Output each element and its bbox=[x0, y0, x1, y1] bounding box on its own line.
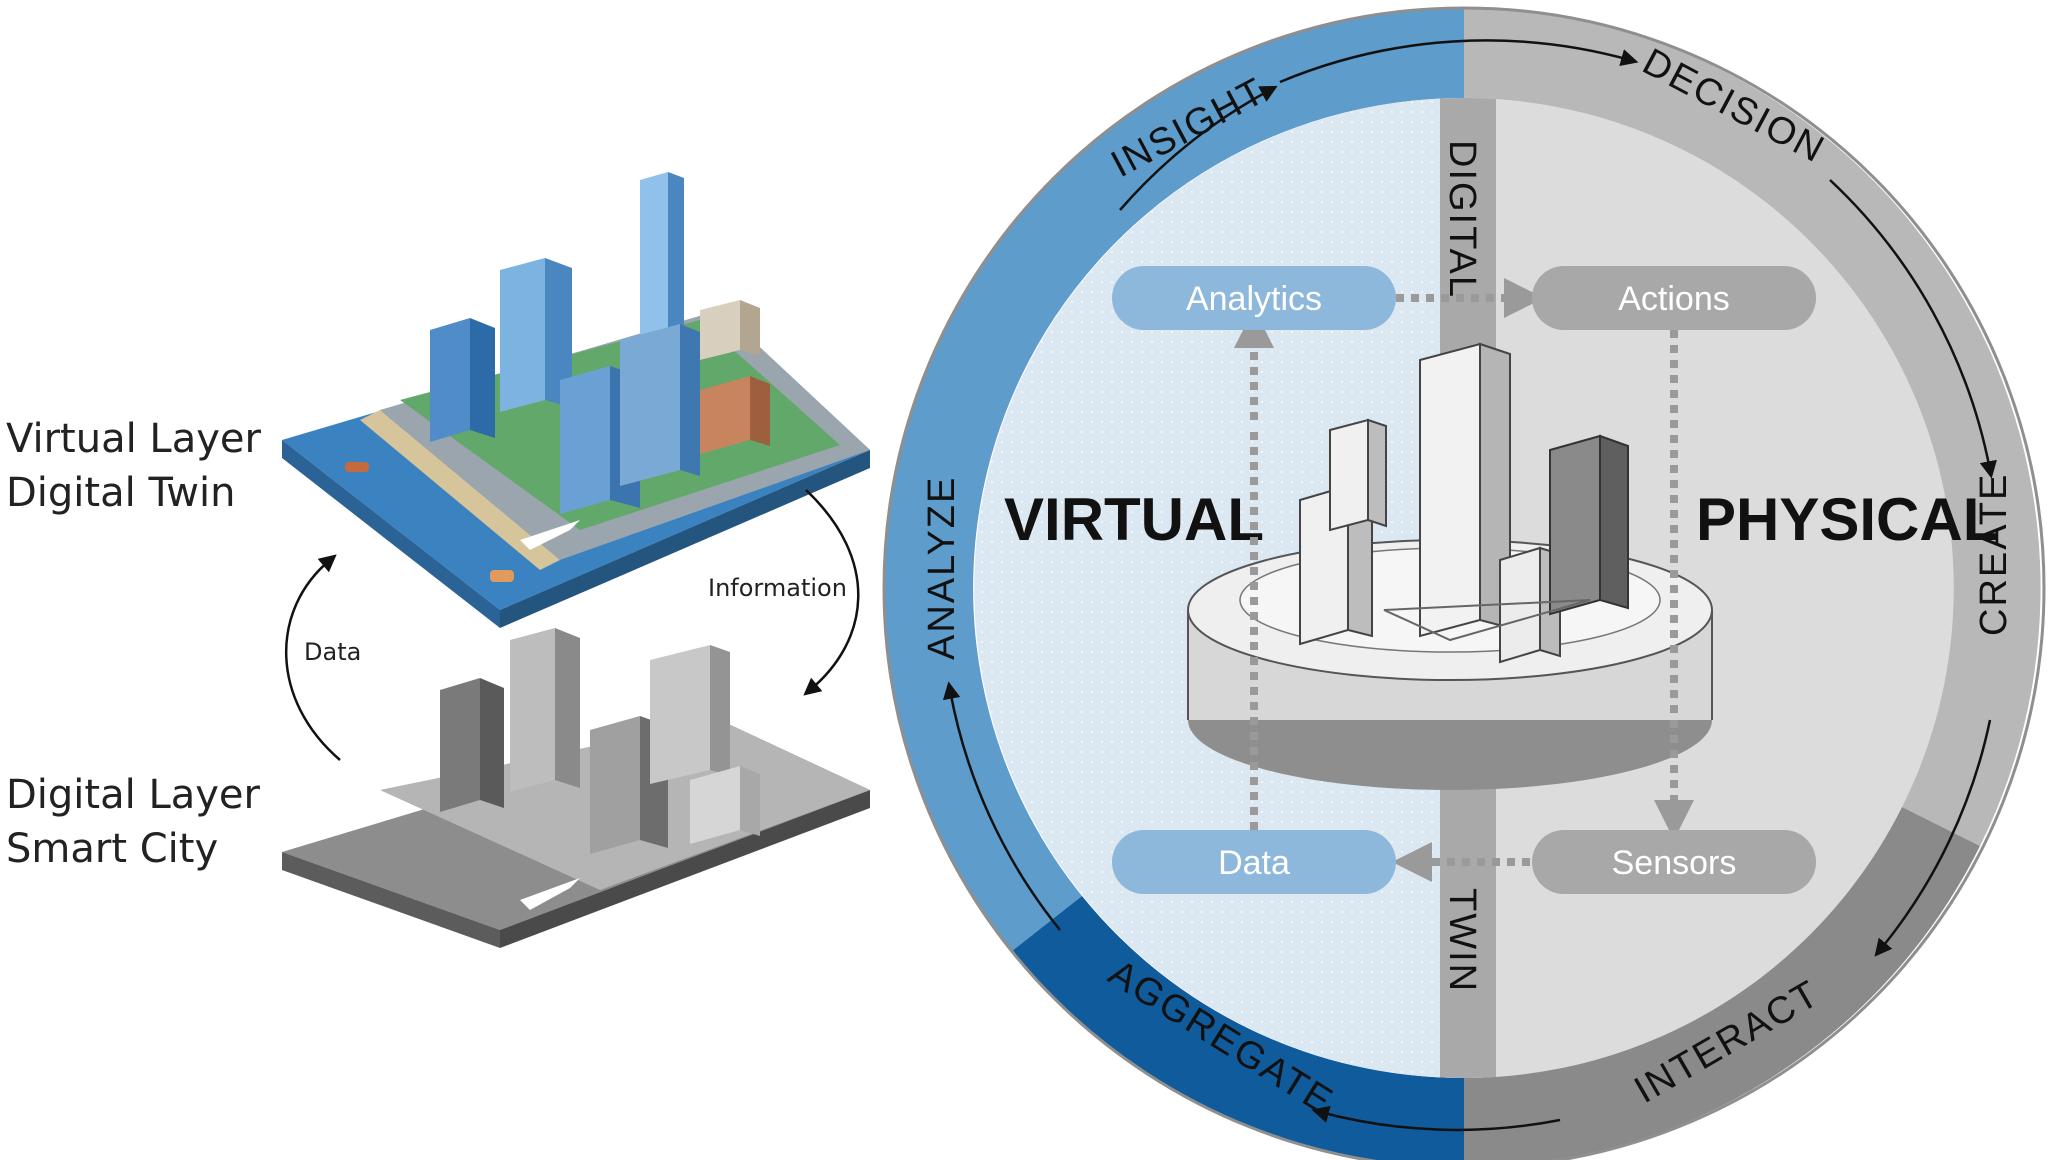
node-analytics: Analytics bbox=[1112, 266, 1396, 330]
node-data-label: Data bbox=[1218, 844, 1290, 882]
stage-create: CREATE bbox=[1973, 473, 2015, 636]
information-arrow-label: Information bbox=[708, 574, 847, 602]
data-arrow-label: Data bbox=[304, 638, 361, 666]
node-sensors-label: Sensors bbox=[1612, 844, 1737, 882]
stage-analyze: ANALYZE bbox=[921, 476, 963, 660]
ring-segment-physical bbox=[1464, 8, 2041, 846]
smart-city-illustration bbox=[282, 628, 870, 948]
digital-layer-subtitle: Smart City bbox=[6, 826, 218, 872]
band-label-twin: TWIN bbox=[1441, 888, 1483, 993]
twin-cycle-diagram: INSIGHT DECISION CREATE INTERACT AGGREGA… bbox=[882, 6, 2046, 1160]
node-analytics-label: Analytics bbox=[1186, 280, 1322, 318]
left-panel: Virtual Layer Digital Twin Digital Layer… bbox=[6, 172, 870, 948]
ring-segment-aggregate bbox=[1012, 896, 1464, 1160]
physical-title: PHYSICAL bbox=[1696, 486, 1999, 553]
virtual-layer-subtitle: Digital Twin bbox=[6, 470, 235, 516]
information-arrow bbox=[803, 489, 860, 696]
band-label-digital: DIGITAL bbox=[1441, 140, 1483, 299]
node-sensors: Sensors bbox=[1532, 830, 1816, 894]
node-actions: Actions bbox=[1532, 266, 1816, 330]
virtual-title: VIRTUAL bbox=[1004, 486, 1264, 553]
virtual-layer-title: Virtual Layer bbox=[6, 416, 261, 462]
ring-segment-interact bbox=[1464, 806, 1980, 1160]
data-arrow bbox=[284, 554, 341, 761]
node-actions-label: Actions bbox=[1618, 280, 1730, 318]
digital-layer-title: Digital Layer bbox=[6, 772, 261, 818]
central-city-illustration bbox=[1187, 342, 1713, 790]
virtual-city-illustration bbox=[282, 172, 870, 628]
ring-segment-virtual bbox=[884, 8, 1464, 951]
node-data: Data bbox=[1112, 830, 1396, 894]
